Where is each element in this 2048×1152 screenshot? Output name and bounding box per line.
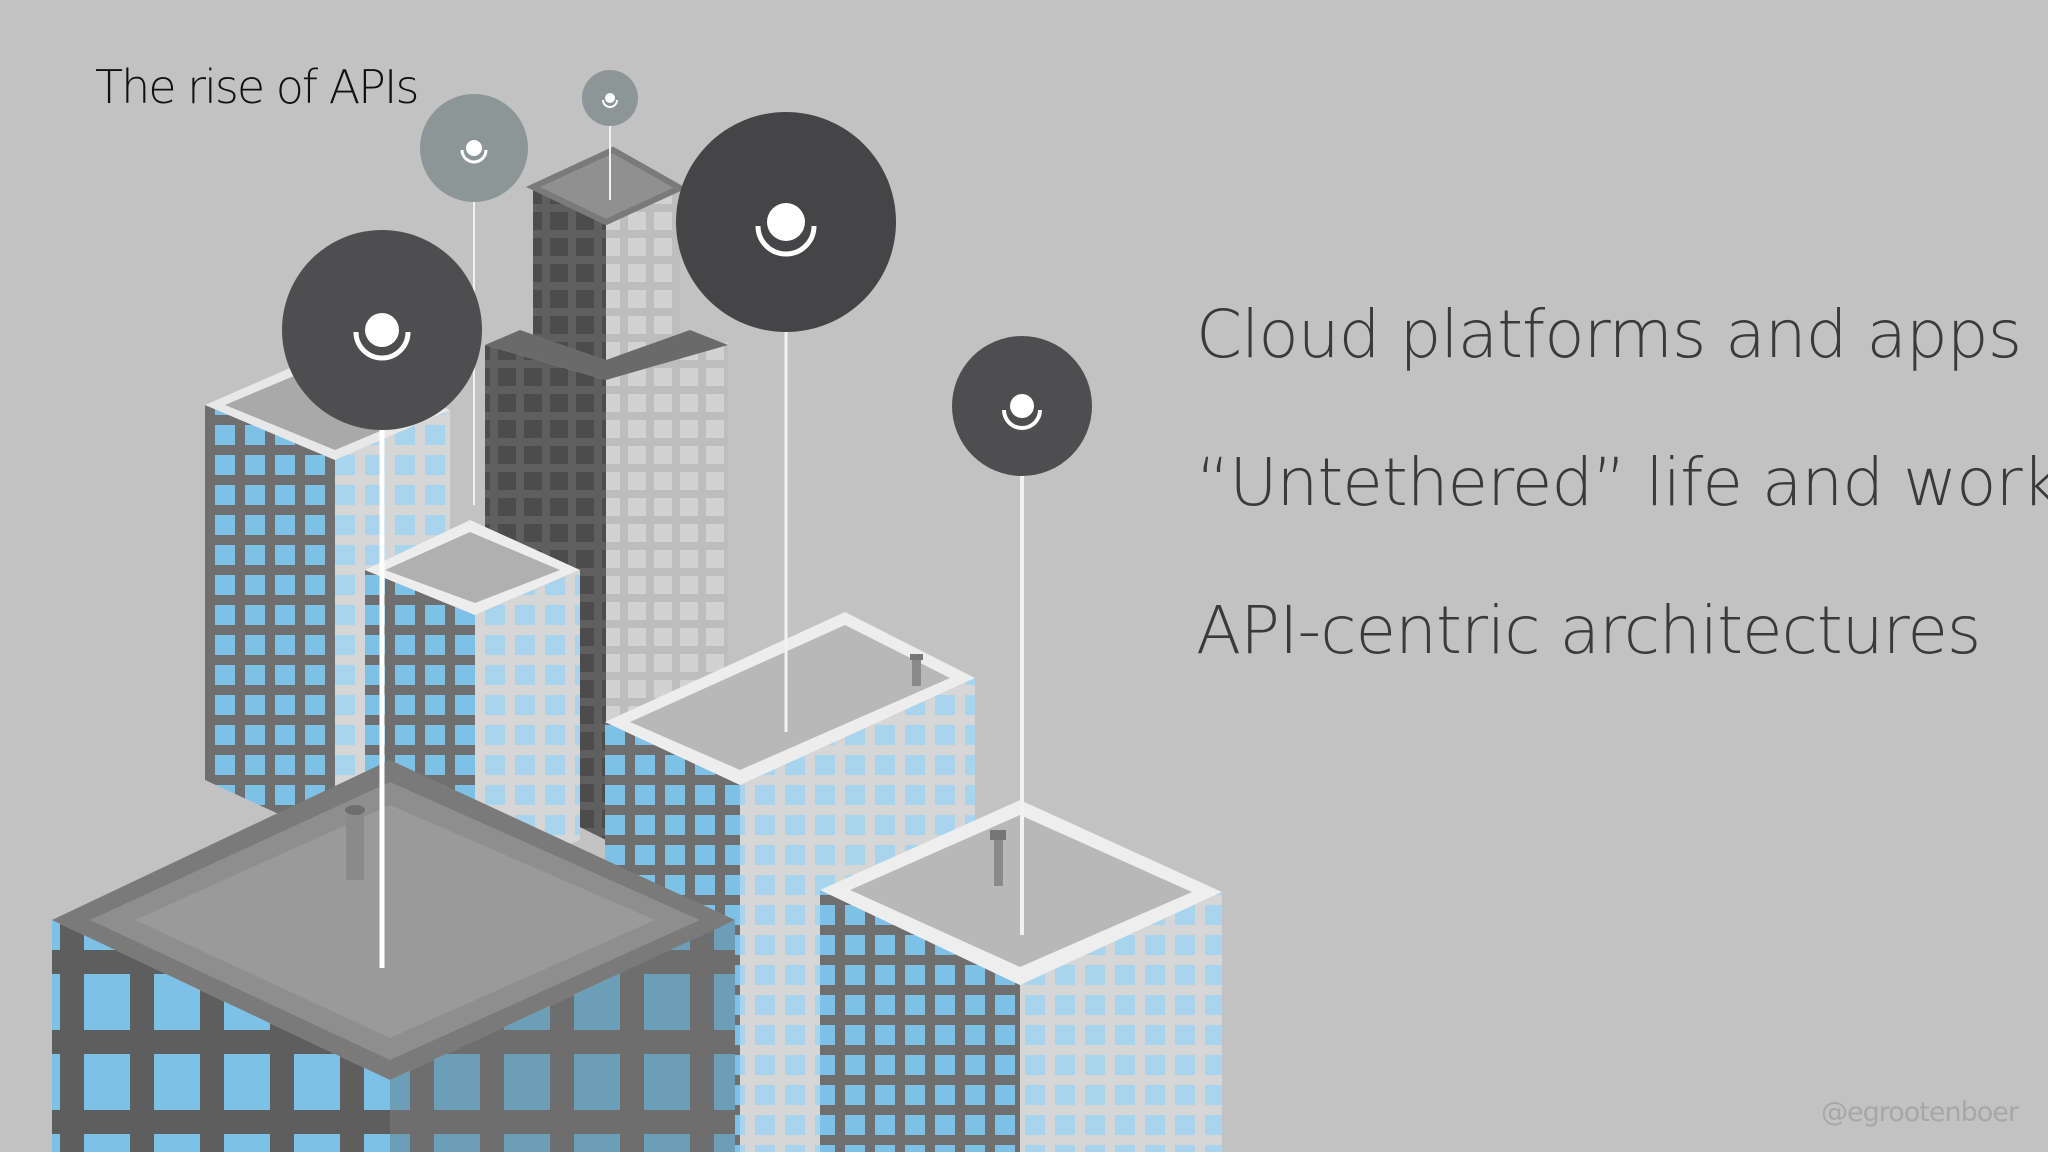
bullet-item-cloud: Cloud platforms and apps [1196,296,2022,373]
building-front-left [52,760,735,1152]
map-pin-icon [420,94,528,202]
bullet-item-api-centric: API-centric architectures [1196,592,1981,669]
bullet-list: Cloud platforms and apps “Untethered” li… [1196,290,2048,734]
slide-title: The rise of APIs [95,60,419,114]
map-pin-icon [952,336,1092,476]
map-pin-icon [676,112,896,332]
map-pin-icon [582,70,638,126]
city-illustration [52,70,1222,1152]
map-pin-icon [282,230,482,430]
author-handle: @egrootenboer [1821,1097,2019,1128]
bullet-item-untethered: “Untethered” life and work [1196,444,2048,521]
